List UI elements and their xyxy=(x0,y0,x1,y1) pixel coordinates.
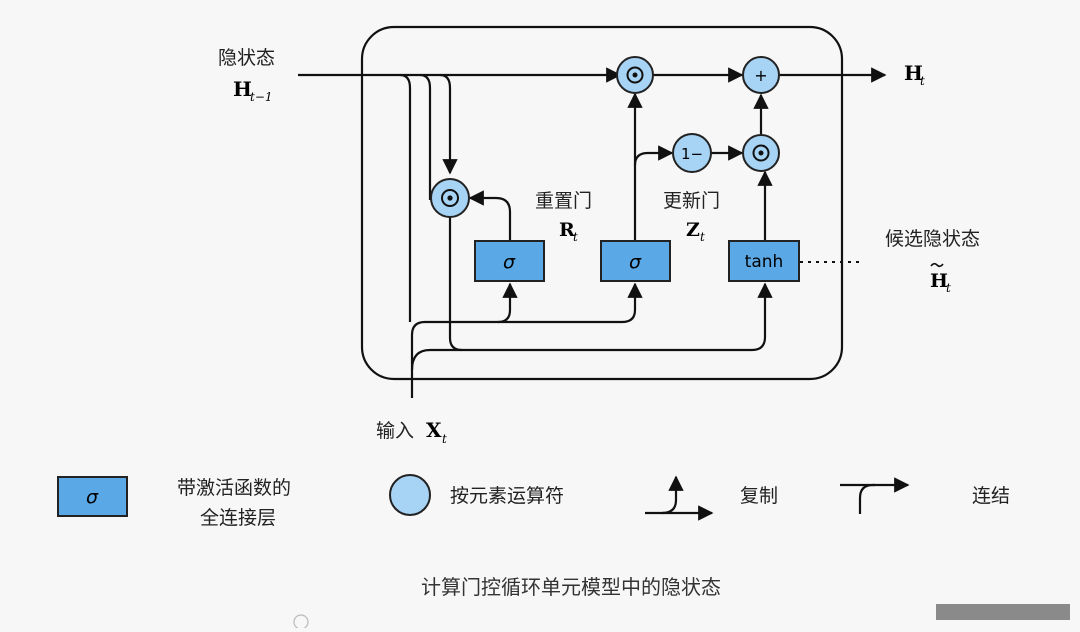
op-reset-hadamard xyxy=(430,178,470,218)
legend-fc-line2: 全连接层 xyxy=(200,507,276,529)
hidden-state-label: 隐状态 xyxy=(218,47,275,69)
reset-symbol: R xyxy=(559,219,575,241)
input-symbol: X xyxy=(426,418,442,442)
legend-operator-circle xyxy=(389,474,431,516)
reset-sigma-label: σ xyxy=(503,251,516,273)
op-top-hadamard xyxy=(616,56,654,94)
diagram-caption: 计算门控循环单元模型中的隐状态 xyxy=(421,575,721,599)
op-plus: + xyxy=(742,56,780,94)
legend-concat-label: 连结 xyxy=(972,485,1010,507)
reset-gate-box: σ xyxy=(474,240,545,282)
prev-hidden-sub: t−1 xyxy=(250,90,273,104)
page-dot xyxy=(293,614,309,630)
plus-label: + xyxy=(754,66,767,85)
gru-cell-box xyxy=(360,25,844,381)
prev-hidden-symbol: H xyxy=(233,77,252,101)
legend-copy-vertical xyxy=(661,475,684,515)
output-hidden-sub: t xyxy=(920,74,925,88)
legend-concat-arrow xyxy=(858,477,910,514)
op-lower-hadamard xyxy=(742,134,780,172)
candidate-label: 候选隐状态 xyxy=(885,228,980,250)
candidate-symbol: H xyxy=(930,270,948,292)
candidate-symbol-group: H t xyxy=(930,262,951,295)
update-sigma-label: σ xyxy=(629,251,642,273)
update-gate-label: 更新门 xyxy=(663,190,720,212)
update-sub: t xyxy=(700,230,705,244)
legend-copy-label: 复制 xyxy=(740,485,778,507)
legend-elementwise-label: 按元素运算符 xyxy=(450,485,564,507)
legend: σ 带激活函数的 全连接层 按元素运算符 复制 连结 xyxy=(57,474,1010,529)
one-minus-label: 1− xyxy=(681,145,703,163)
op-one-minus: 1− xyxy=(672,133,712,173)
update-symbol: Z xyxy=(686,219,700,241)
legend-fc-line1: 带激活函数的 xyxy=(177,477,291,499)
legend-fc-symbol: σ xyxy=(86,486,99,508)
reset-gate-label: 重置门 xyxy=(535,190,592,212)
tanh-label: tanh xyxy=(745,252,784,272)
tanh-box: tanh xyxy=(728,240,800,282)
legend-fc-box xyxy=(57,476,128,517)
update-gate-box: σ xyxy=(600,240,671,282)
input-label: 输入 xyxy=(376,420,414,442)
wires xyxy=(298,67,887,398)
candidate-sub: t xyxy=(946,281,951,295)
reset-sub: t xyxy=(573,230,578,244)
scroll-bar xyxy=(936,604,1070,620)
input-sub: t xyxy=(442,432,447,446)
output-hidden-symbol: H xyxy=(904,61,923,85)
